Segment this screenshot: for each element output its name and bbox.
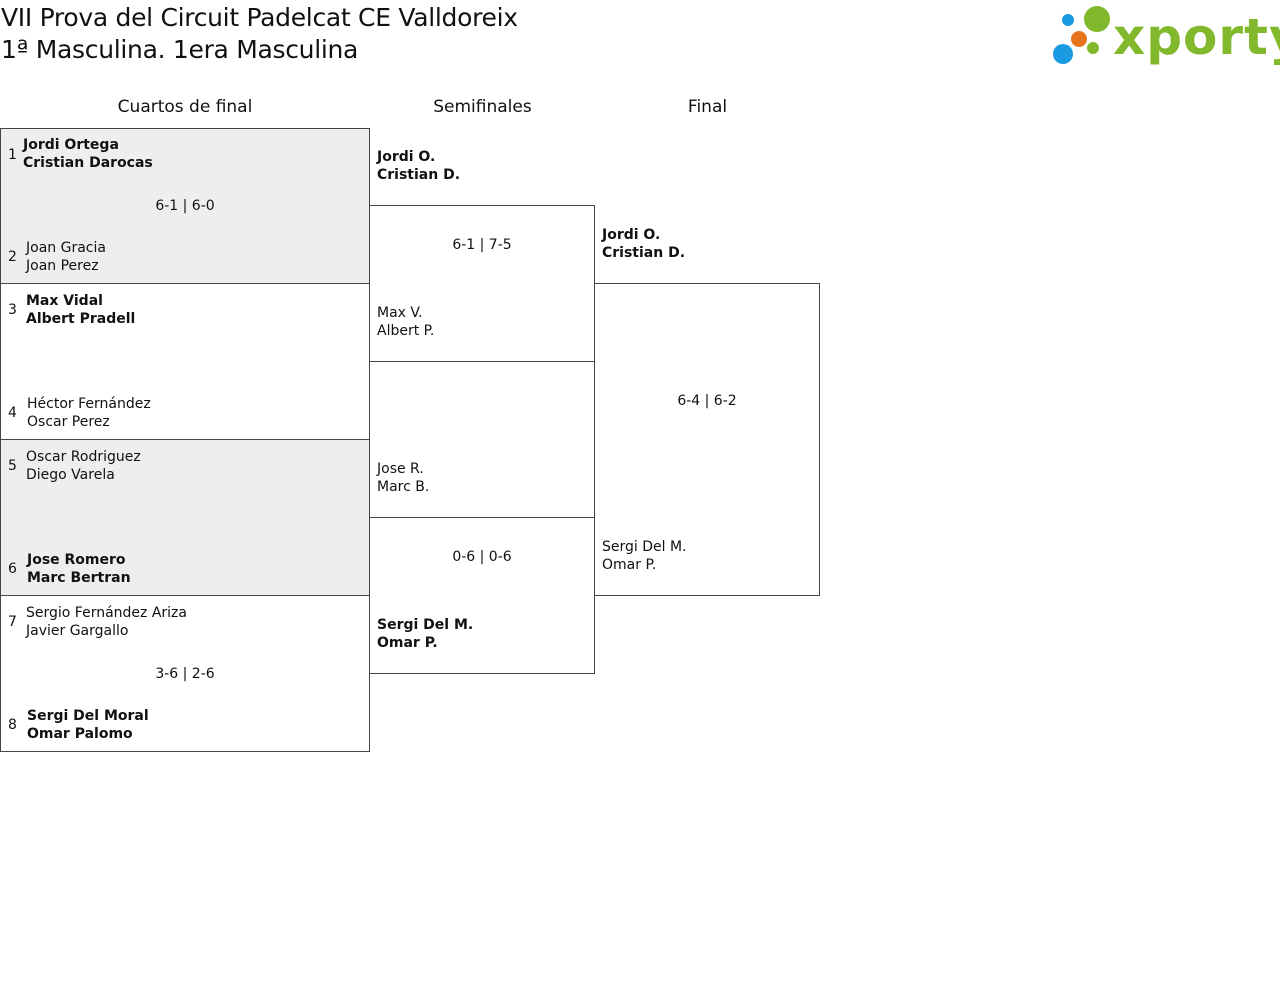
player-name: Héctor Fernández	[27, 396, 151, 412]
seed-number: 8	[8, 717, 17, 733]
page-subtitle: 1ª Masculina. 1era Masculina	[1, 35, 359, 64]
semifinal-match-2: 0-6 | 0-6 Sergi Del M. Omar P.	[369, 517, 595, 674]
logo-dots-icon	[1053, 6, 1110, 64]
player-name: Jordi O.	[377, 149, 436, 165]
player-name: Albert Pradell	[26, 311, 136, 327]
team-entry: Joan Gracia Joan Perez	[26, 239, 106, 275]
player-name: Max V.	[377, 305, 423, 321]
player-name: Max Vidal	[26, 293, 103, 309]
team-entry: Jordi Ortega Cristian Darocas	[23, 136, 153, 172]
round-header-quarterfinals: Cuartos de final	[117, 97, 253, 117]
semifinal-match-1: 6-1 | 7-5 Max V. Albert P.	[369, 205, 595, 362]
player-name: Jordi O.	[602, 227, 661, 243]
player-name: Sergi Del M.	[377, 617, 474, 633]
player-name: Marc Bertran	[27, 570, 131, 586]
player-name: Marc B.	[377, 479, 430, 495]
player-name: Diego Varela	[26, 467, 115, 483]
seed-number: 6	[8, 561, 17, 577]
player-name: Omar P.	[602, 557, 657, 573]
player-name: Javier Gargallo	[26, 623, 129, 639]
player-name: Jordi Ortega	[23, 137, 119, 153]
player-name: Sergi Del Moral	[27, 708, 149, 724]
semifinal-2-top-team: Jose R. Marc B.	[377, 460, 429, 496]
player-name: Albert P.	[377, 323, 435, 339]
team-entry: Sergio Fernández Ariza Javier Gargallo	[26, 604, 187, 640]
semifinal-2-bottom-team: Sergi Del M. Omar P.	[377, 616, 473, 652]
round-header-semifinals: Semifinales	[433, 97, 532, 117]
player-name: Oscar Rodriguez	[26, 449, 141, 465]
team-entry: Oscar Rodriguez Diego Varela	[26, 448, 141, 484]
player-name: Joan Gracia	[26, 240, 106, 256]
player-name: Cristian D.	[377, 167, 461, 183]
quarterfinal-match-4: 7 Sergio Fernández Ariza Javier Gargallo…	[0, 595, 370, 752]
seed-number: 2	[8, 249, 17, 265]
team-entry: Jose Romero Marc Bertran	[27, 551, 131, 587]
player-name: Cristian D.	[602, 245, 686, 261]
seed-number: 1	[8, 147, 17, 163]
match-score: 6-1 | 6-0	[155, 198, 215, 214]
player-name: Sergio Fernández Ariza	[26, 605, 187, 621]
team-entry: Héctor Fernández Oscar Perez	[27, 395, 151, 431]
match-score: 0-6 | 0-6	[452, 549, 512, 565]
logo-wordmark: xporty	[1113, 8, 1280, 66]
player-name: Oscar Perez	[27, 414, 110, 430]
player-name: Joan Perez	[26, 258, 99, 274]
player-name: Omar Palomo	[27, 726, 133, 742]
xporty-logo: xporty	[1050, 2, 1280, 72]
player-name: Jose R.	[377, 461, 424, 477]
team-entry: Sergi Del Moral Omar Palomo	[27, 707, 149, 743]
page-title: VII Prova del Circuit Padelcat CE Valldo…	[1, 3, 518, 32]
seed-number: 7	[8, 614, 17, 630]
round-header-final: Final	[687, 97, 728, 117]
player-name: Omar P.	[377, 635, 438, 651]
quarterfinal-match-2: 3 Max Vidal Albert Pradell 4 Héctor Fern…	[0, 283, 370, 440]
final-match: 6-4 | 6-2 Sergi Del M. Omar P.	[594, 283, 820, 596]
match-score: 6-1 | 7-5	[452, 237, 512, 253]
seed-number: 4	[8, 405, 17, 421]
match-score: 6-4 | 6-2	[677, 393, 737, 409]
player-name: Cristian Darocas	[23, 155, 153, 171]
final-top-team: Jordi O. Cristian D.	[602, 226, 685, 262]
seed-number: 3	[8, 302, 17, 318]
player-name: Sergi Del M.	[602, 539, 687, 555]
semifinal-1-top-team: Jordi O. Cristian D.	[377, 148, 460, 184]
seed-number: 5	[8, 458, 17, 474]
final-bottom-team: Sergi Del M. Omar P.	[602, 538, 687, 574]
quarterfinal-match-1: 1 Jordi Ortega Cristian Darocas 6-1 | 6-…	[0, 128, 370, 284]
semifinal-1-bottom-team: Max V. Albert P.	[377, 304, 434, 340]
player-name: Jose Romero	[27, 552, 126, 568]
team-entry: Max Vidal Albert Pradell	[26, 292, 135, 328]
match-score: 3-6 | 2-6	[155, 666, 215, 682]
quarterfinal-match-3: 5 Oscar Rodriguez Diego Varela 6 Jose Ro…	[0, 439, 370, 596]
